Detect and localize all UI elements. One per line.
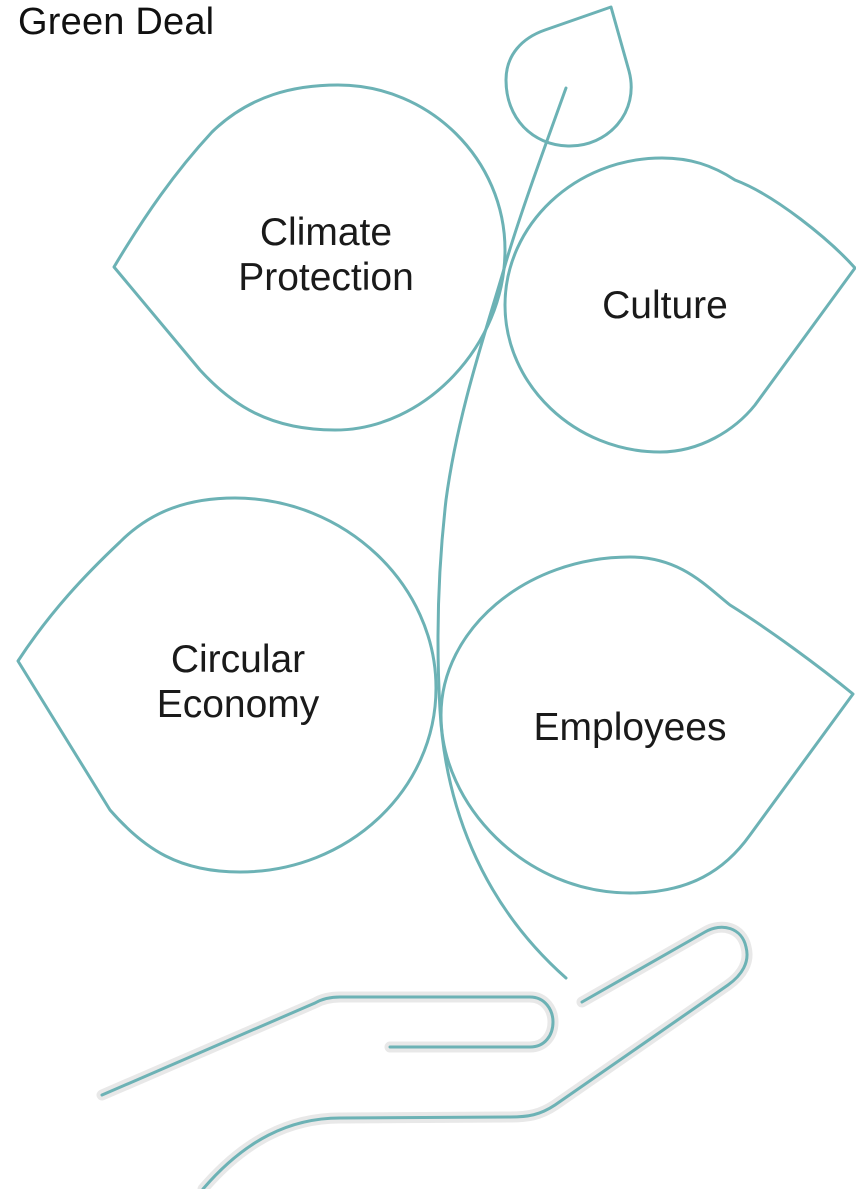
leaf-culture (503, 156, 856, 454)
label-circular-line-2: Economy (156, 683, 320, 726)
label-climate-line-1: Climate (259, 211, 393, 254)
leaf-circular-economy (16, 496, 438, 874)
leaf-employees (439, 555, 855, 895)
leaf-climate-protection (112, 83, 507, 432)
label-circular-line-1: Circular (170, 638, 306, 681)
plant-stem-icon (436, 86, 568, 980)
label-culture: Culture (545, 283, 785, 328)
bud-leaf-icon (504, 5, 633, 148)
label-culture-line-1: Culture (602, 284, 728, 327)
label-circular-economy: Circular Economy (108, 637, 368, 727)
label-employees: Employees (500, 705, 760, 750)
open-hand-icon (96, 921, 753, 1189)
label-climate-line-2: Protection (238, 256, 414, 299)
label-employees-line-1: Employees (533, 706, 727, 749)
label-climate-protection: Climate Protection (196, 210, 456, 300)
page-title: Green Deal (18, 1, 215, 43)
